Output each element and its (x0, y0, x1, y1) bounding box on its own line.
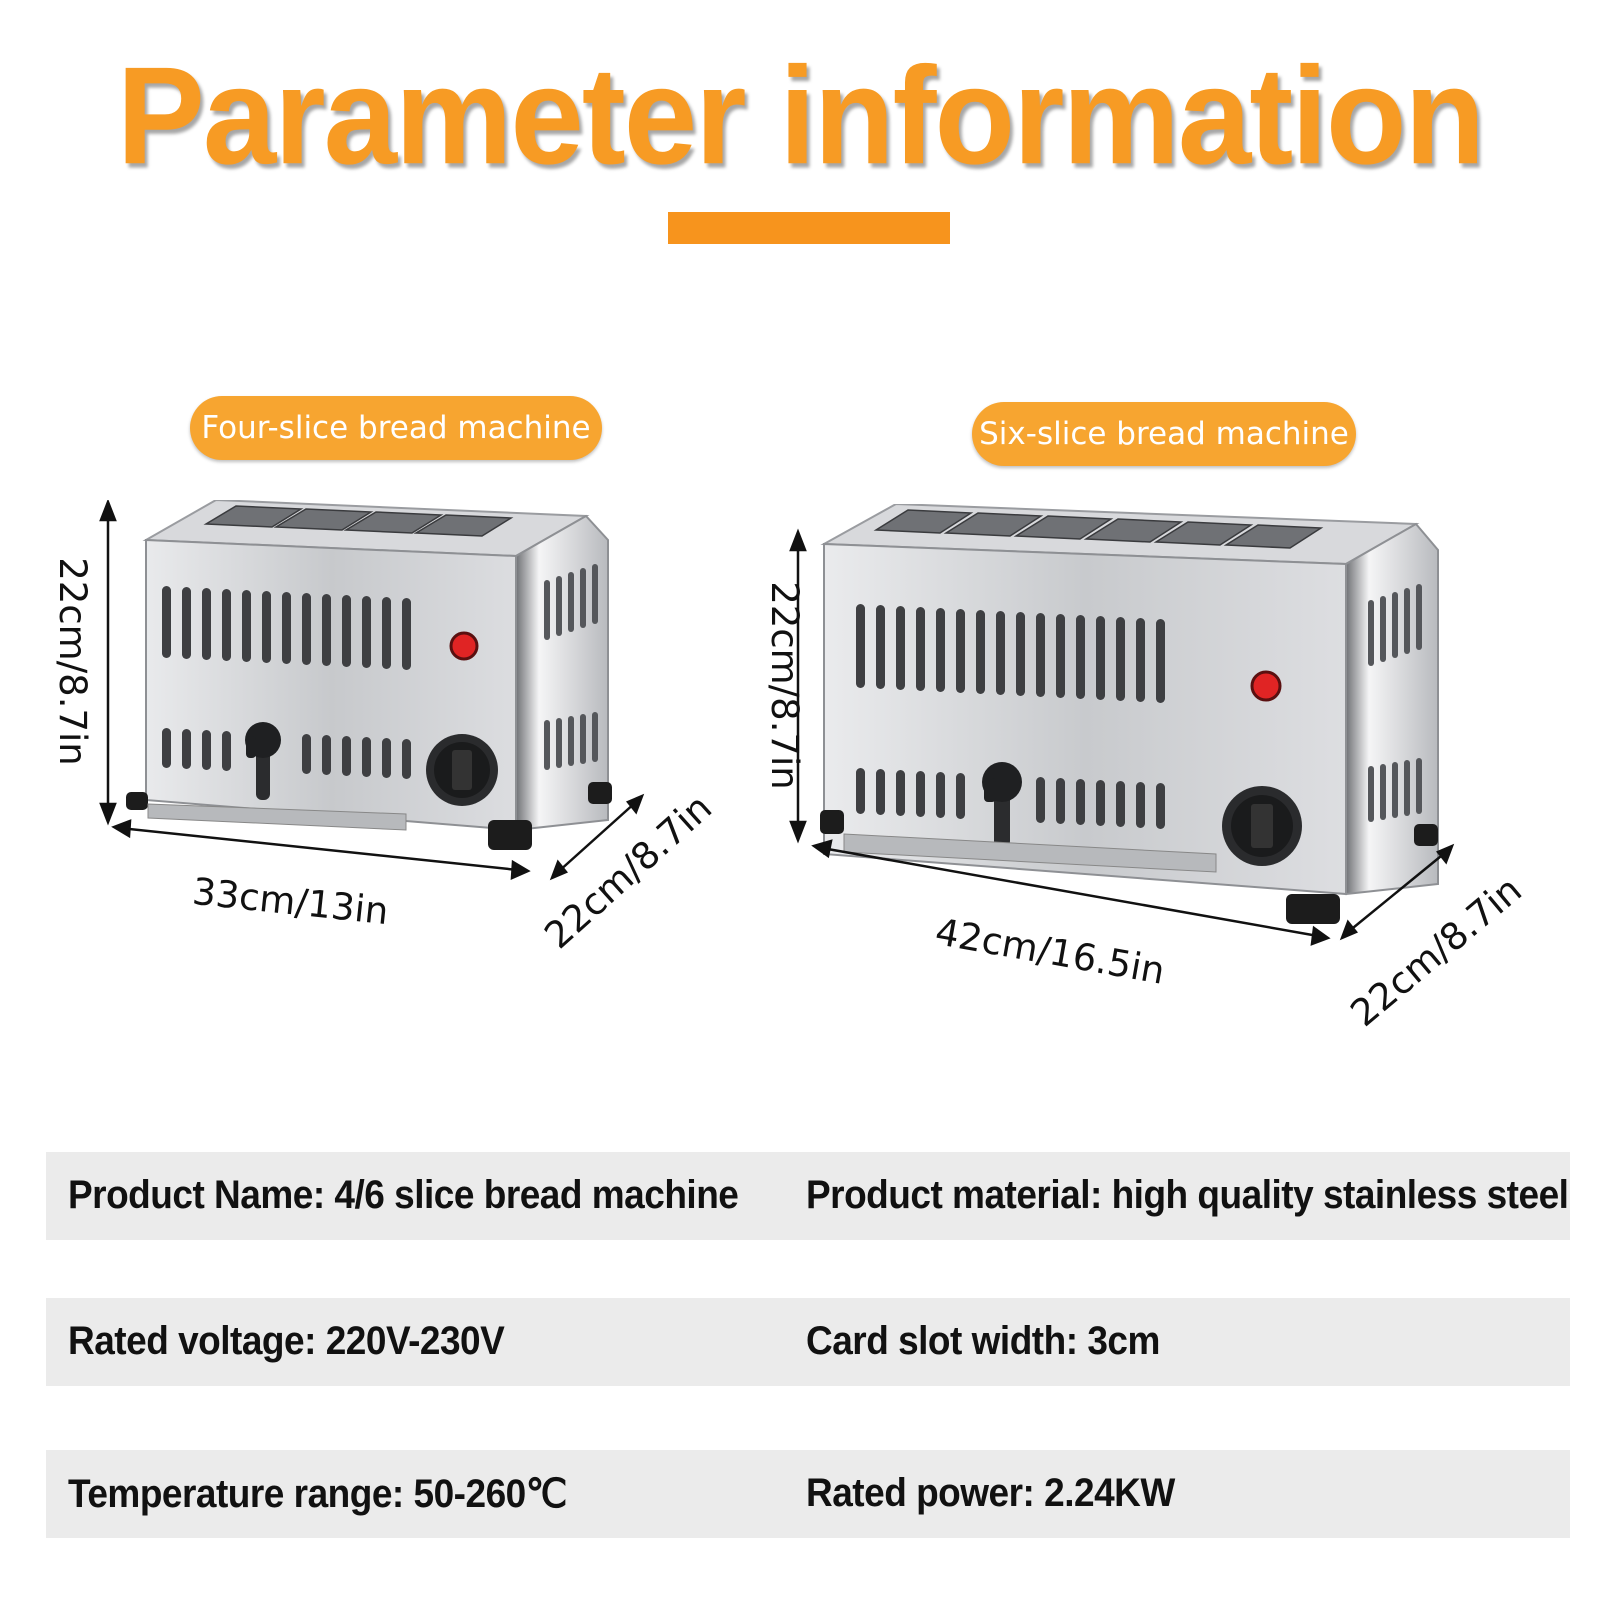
lever-handle-icon (982, 762, 1022, 848)
spec-product-material: Product material: high quality stainless… (806, 1172, 1569, 1217)
spec-card-slot-width: Card slot width: 3cm (806, 1318, 1160, 1363)
four-slice-toaster-image (99, 500, 645, 881)
temperature-knob-icon (1222, 786, 1302, 866)
spec-rated-voltage: Rated voltage: 220V-230V (68, 1318, 505, 1363)
four-slice-label: Four-slice bread machine (190, 396, 602, 460)
title-underline (668, 212, 950, 244)
dimension-arrow-icon (789, 528, 1455, 946)
lever-handle-icon (245, 722, 281, 800)
dimension-arrow-icon (99, 500, 645, 881)
six-slice-label: Six-slice bread machine (972, 402, 1356, 466)
power-indicator-icon (1250, 670, 1282, 702)
spec-row: Rated voltage: 220V-230V Card slot width… (46, 1298, 1570, 1386)
power-indicator-icon (449, 631, 479, 661)
spec-row: Product Name: 4/6 slice bread machine Pr… (46, 1152, 1570, 1240)
six-height-label: 22cm/8.7in (762, 581, 806, 790)
spec-rated-power: Rated power: 2.24KW (806, 1470, 1175, 1515)
spec-row: Temperature range: 50-260℃ Rated power: … (46, 1450, 1570, 1538)
spec-temperature-range: Temperature range: 50-260℃ (68, 1471, 567, 1516)
page-title: Parameter information (116, 38, 1485, 193)
spec-product-name: Product Name: 4/6 slice bread machine (68, 1172, 739, 1217)
four-height-label: 22cm/8.7in (50, 557, 94, 766)
six-slice-toaster-image (789, 504, 1455, 946)
temperature-knob-icon (426, 734, 498, 806)
